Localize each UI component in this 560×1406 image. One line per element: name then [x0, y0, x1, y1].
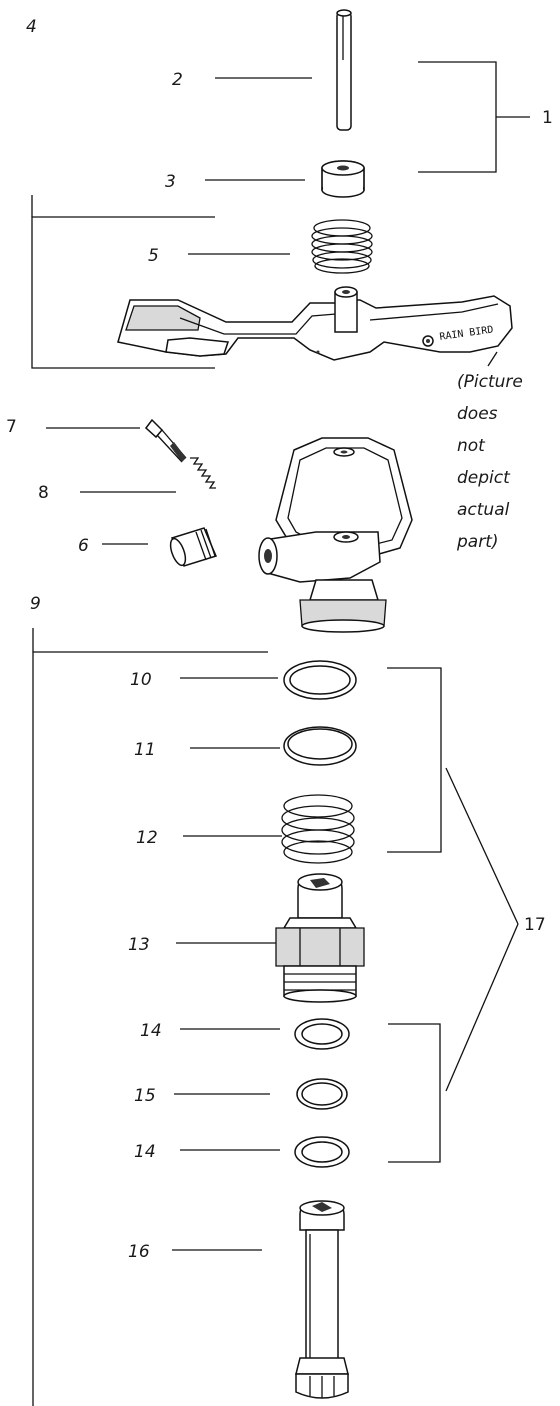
note-line-6: part) [456, 532, 499, 552]
part-5-spring [311, 219, 373, 274]
label-9: 9 [30, 594, 41, 614]
bracket-4 [31, 216, 215, 369]
label-10: 10 [130, 670, 152, 690]
label-14b: 14 [134, 1142, 156, 1162]
label-11: 11 [134, 740, 156, 760]
part-16-tube [295, 1200, 349, 1399]
part-11-ring [283, 726, 357, 766]
note-line-2: does [457, 404, 498, 424]
label-1: 1 [542, 108, 553, 128]
label-7: 7 [6, 417, 17, 437]
label-2: 2 [172, 70, 183, 90]
sprinkler-body [258, 437, 413, 633]
bracket-10-12 [387, 667, 442, 853]
note-line-4: depict [457, 468, 511, 488]
label-12: 12 [136, 828, 158, 848]
note-line-3: not [457, 436, 486, 456]
label-17: 17 [524, 915, 546, 935]
part-2-pin [336, 9, 352, 131]
label-8: 8 [38, 483, 49, 503]
label-16: 16 [128, 1242, 150, 1262]
leader-17-upper [445, 767, 519, 925]
part-10-washer [283, 660, 357, 700]
bracket-14-15 [388, 1023, 441, 1163]
label-3: 3 [165, 172, 176, 192]
label-13: 13 [128, 935, 150, 955]
bracket-1 [418, 61, 497, 173]
label-14a: 14 [140, 1021, 162, 1041]
label-6: 6 [78, 536, 89, 556]
part-15-ring [296, 1078, 348, 1110]
picture-note: (Picture does not depict actual part) [456, 372, 523, 552]
leader-17-lower [445, 923, 519, 1092]
part-3-bushing [321, 160, 365, 198]
part-12-spring [281, 794, 355, 864]
part-13-fitting [275, 873, 365, 1003]
note-line-5: actual [457, 500, 510, 520]
part-7-screw [144, 418, 187, 463]
label-15: 15 [134, 1086, 156, 1106]
label-4: 4 [26, 17, 37, 37]
bracket-9 [32, 651, 268, 1406]
part-14-washer-bottom [294, 1136, 350, 1168]
note-leader [487, 351, 498, 367]
label-5: 5 [148, 246, 159, 266]
part-8-small-spring [190, 457, 216, 489]
rocker-arm: RAIN BIRD [117, 286, 513, 361]
part-6-nozzle [169, 527, 218, 567]
note-line-1: (Picture [457, 372, 523, 392]
part-14-washer-top [294, 1018, 350, 1050]
